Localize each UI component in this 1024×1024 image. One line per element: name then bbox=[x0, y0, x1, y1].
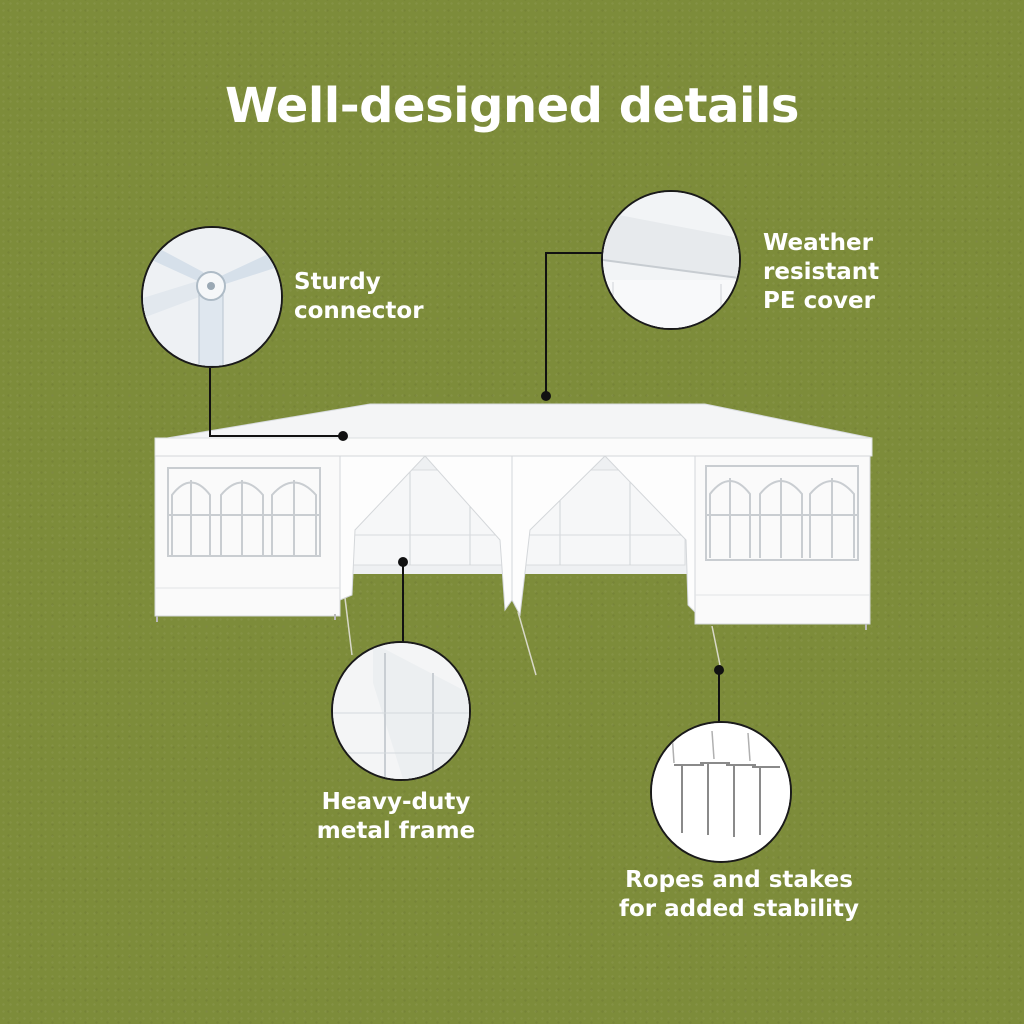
stakes-label: Ropes and stakes for added stability bbox=[606, 866, 872, 924]
cover-label: Weather resistant PE cover bbox=[763, 229, 879, 316]
cover-label-line3: PE cover bbox=[763, 288, 875, 314]
frame-label-line2: metal frame bbox=[316, 818, 476, 844]
cover-label-line1: Weather bbox=[763, 230, 873, 256]
stakes-label-line1: Ropes and stakes bbox=[625, 867, 853, 893]
cover-detail-image bbox=[601, 190, 741, 330]
frame-label: Heavy-duty metal frame bbox=[296, 788, 496, 846]
stakes-label-line2: for added stability bbox=[619, 896, 859, 922]
frame-detail-image bbox=[331, 641, 471, 781]
stakes-detail-image bbox=[650, 721, 792, 863]
frame-label-line1: Heavy-duty bbox=[321, 789, 471, 815]
cover-label-line2: resistant bbox=[763, 259, 880, 285]
connector-detail-image bbox=[141, 226, 283, 368]
page-title: Well-designed details bbox=[225, 78, 799, 134]
connector-label-line1: Sturdy bbox=[294, 269, 381, 295]
connector-label: Sturdy connector bbox=[294, 268, 424, 326]
connector-label-line2: connector bbox=[294, 298, 424, 324]
